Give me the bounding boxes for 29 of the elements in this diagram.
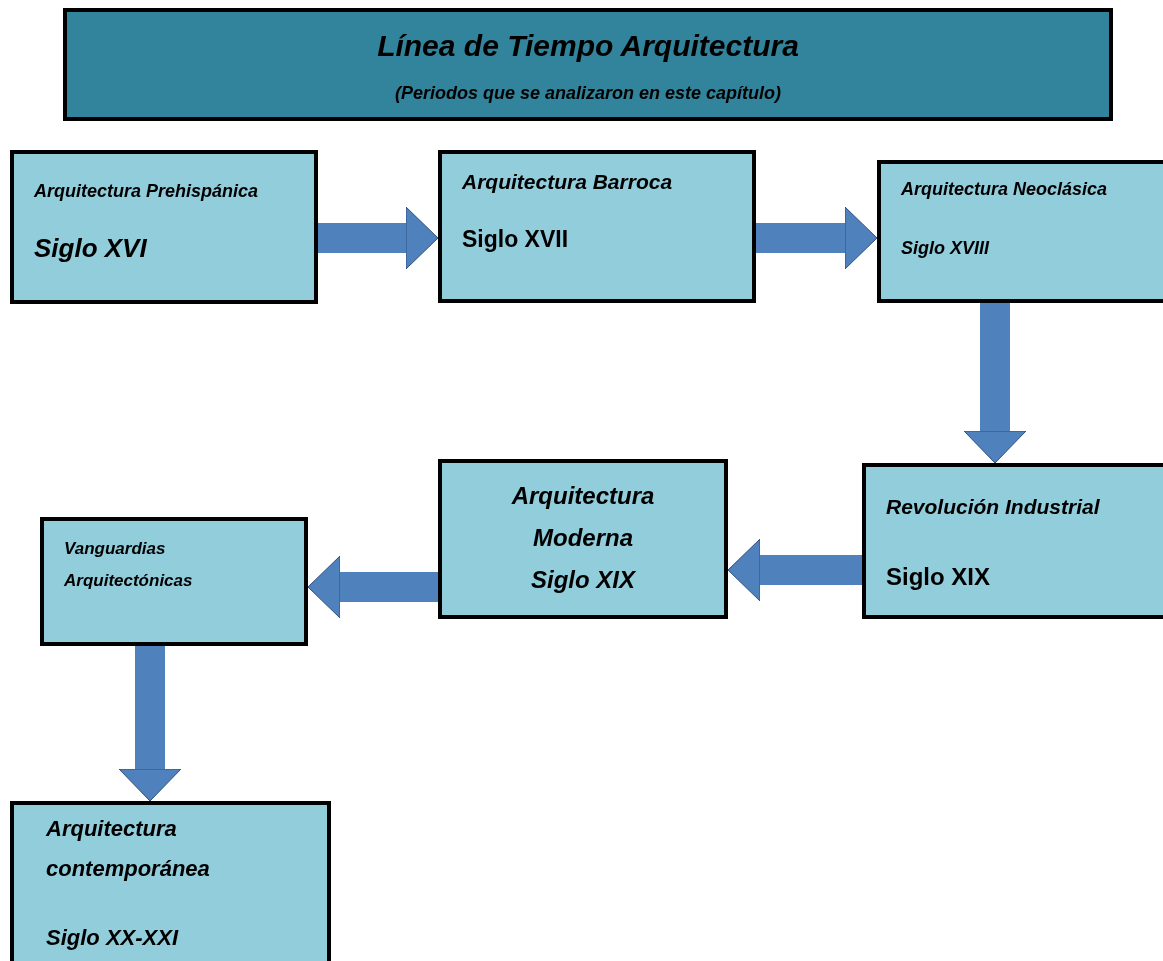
period-box — [438, 459, 728, 619]
block-arrow — [963, 303, 1027, 464]
period-box — [10, 801, 331, 961]
period-name: Arquitectura Neoclásica — [901, 178, 1109, 201]
century-label: Siglo XX-XXI — [46, 924, 180, 952]
period-name: Revolución Industrial — [886, 494, 1101, 520]
block-arrow — [756, 206, 878, 270]
period-box — [438, 150, 756, 303]
period-name: Arquitectura Prehispánica — [34, 180, 260, 203]
block-arrow — [318, 206, 439, 270]
period-name: Arquitectura contemporánea — [46, 815, 211, 883]
period-box — [10, 150, 318, 304]
title-banner — [63, 8, 1113, 121]
period-box — [877, 160, 1163, 303]
period-box — [40, 517, 308, 646]
period-box — [862, 463, 1163, 619]
period-name: Vanguardias Arquitectónicas — [64, 538, 194, 592]
banner-subheading: (Periodos que se analizaron en este capítulo) — [394, 81, 782, 105]
century-label: Siglo XIX — [886, 561, 991, 592]
block-arrow — [727, 538, 862, 602]
block-arrow — [118, 646, 182, 802]
century-label: Siglo XVII — [462, 224, 570, 254]
century-label: Siglo XVIII — [901, 237, 991, 260]
block-arrow — [307, 555, 438, 619]
banner-heading: Línea de Tiempo Arquitectura — [377, 27, 799, 64]
period-name: Arquitectura Moderna — [510, 481, 656, 553]
century-label: Siglo XIX — [531, 565, 635, 595]
century-label: Siglo XVI — [34, 232, 148, 265]
period-name: Arquitectura Barroca — [462, 169, 674, 195]
